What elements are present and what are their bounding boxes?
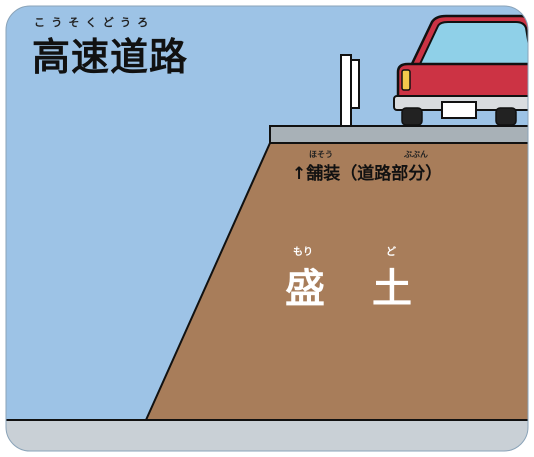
ruby-mori: もり bbox=[293, 247, 313, 258]
pavement-label: ↑舗装（道路部分） bbox=[292, 159, 442, 184]
ruby-bubun: ぶぶん bbox=[404, 150, 428, 159]
car-icon bbox=[393, 14, 528, 126]
ruby-hosou: ほそう bbox=[309, 150, 333, 159]
road-sign bbox=[340, 54, 360, 127]
embankment-char-do: 土 bbox=[372, 266, 412, 312]
page-title: 高速道路 bbox=[32, 35, 189, 79]
up-arrow-icon: ↑ bbox=[292, 164, 307, 184]
ground-base bbox=[6, 420, 528, 451]
pavement-text: 舗装（道路部分） bbox=[306, 164, 443, 184]
pavement-layer bbox=[269, 125, 528, 144]
embankment-char-mori: 盛 bbox=[285, 266, 325, 312]
title-ruby: こうそくどうろ bbox=[34, 16, 155, 29]
ruby-do: ど bbox=[386, 247, 396, 258]
